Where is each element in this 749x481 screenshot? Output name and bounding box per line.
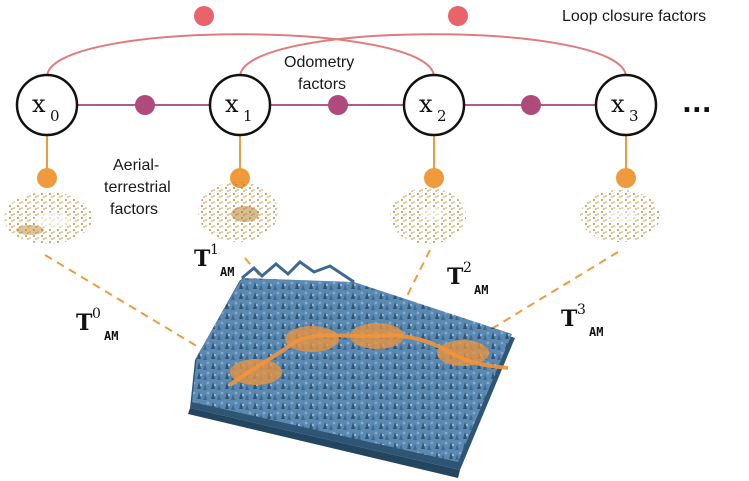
- odometry-factor-1: [328, 95, 348, 115]
- pose-ellipse-1: [285, 326, 339, 352]
- svg-text:x: x: [225, 90, 239, 118]
- svg-text:1: 1: [210, 242, 219, 258]
- aerial-factor-2: [424, 168, 444, 188]
- svg-text:x: x: [419, 90, 433, 118]
- scan-3: [580, 190, 660, 242]
- loop-closure-edge-1-3: [239, 33, 627, 78]
- node-x3: x 3: [594, 73, 658, 137]
- svg-text:AM: AM: [220, 265, 234, 279]
- odometry-factor-0: [135, 95, 155, 115]
- odometry-label-line2: factors: [298, 76, 346, 93]
- loop-closure-label: Loop closure factors: [562, 8, 706, 25]
- aerial-label-line1: Aerial-: [113, 157, 159, 174]
- node-x1: x 1: [208, 73, 272, 137]
- transform-label-2: T 2 AM: [447, 260, 488, 297]
- aerial-label-line3: factors: [110, 201, 158, 218]
- odometry-label-line1: Odometry: [284, 54, 354, 71]
- svg-text:0: 0: [92, 306, 101, 322]
- svg-text:T: T: [76, 310, 93, 336]
- loop-closure-factor-0: [194, 6, 214, 26]
- svg-text:3: 3: [577, 302, 586, 318]
- svg-text:x: x: [32, 90, 46, 118]
- transform-label-0: T 0 AM: [76, 306, 118, 343]
- transform-label-3: T 3 AM: [561, 302, 603, 339]
- svg-text:AM: AM: [474, 283, 488, 297]
- node-x2: x 2: [402, 73, 466, 137]
- node-x0: x 0: [15, 73, 79, 137]
- scan-0: [4, 192, 92, 244]
- aerial-label-line2: terrestrial: [104, 179, 171, 196]
- pose-ellipse-3: [437, 340, 489, 366]
- svg-text:T: T: [447, 264, 464, 290]
- svg-text:AM: AM: [104, 329, 118, 343]
- svg-text:0: 0: [50, 107, 60, 125]
- svg-text:3: 3: [629, 107, 639, 125]
- transform-label-1: T 1 AM: [194, 242, 234, 279]
- pose-ellipse-0: [230, 359, 282, 385]
- pose-ellipse-2: [350, 323, 404, 349]
- svg-text:x: x: [611, 90, 625, 118]
- aerial-factor-0: [37, 168, 57, 188]
- svg-text:2: 2: [463, 260, 472, 276]
- svg-text:1: 1: [243, 107, 253, 125]
- svg-text:AM: AM: [589, 325, 603, 339]
- svg-text:2: 2: [437, 107, 447, 125]
- svg-text:T: T: [194, 246, 211, 272]
- odometry-factor-2: [521, 95, 541, 115]
- forest-map: [188, 260, 515, 478]
- loop-closure-edge-0-2: [46, 33, 435, 78]
- svg-text:T: T: [561, 306, 578, 332]
- aerial-factor-3: [616, 168, 636, 188]
- ellipsis: ...: [682, 89, 712, 119]
- loop-closure-factor-1: [448, 6, 468, 26]
- transform-line-3: [469, 251, 619, 343]
- scan-1: [198, 182, 278, 242]
- scan-2: [390, 188, 466, 244]
